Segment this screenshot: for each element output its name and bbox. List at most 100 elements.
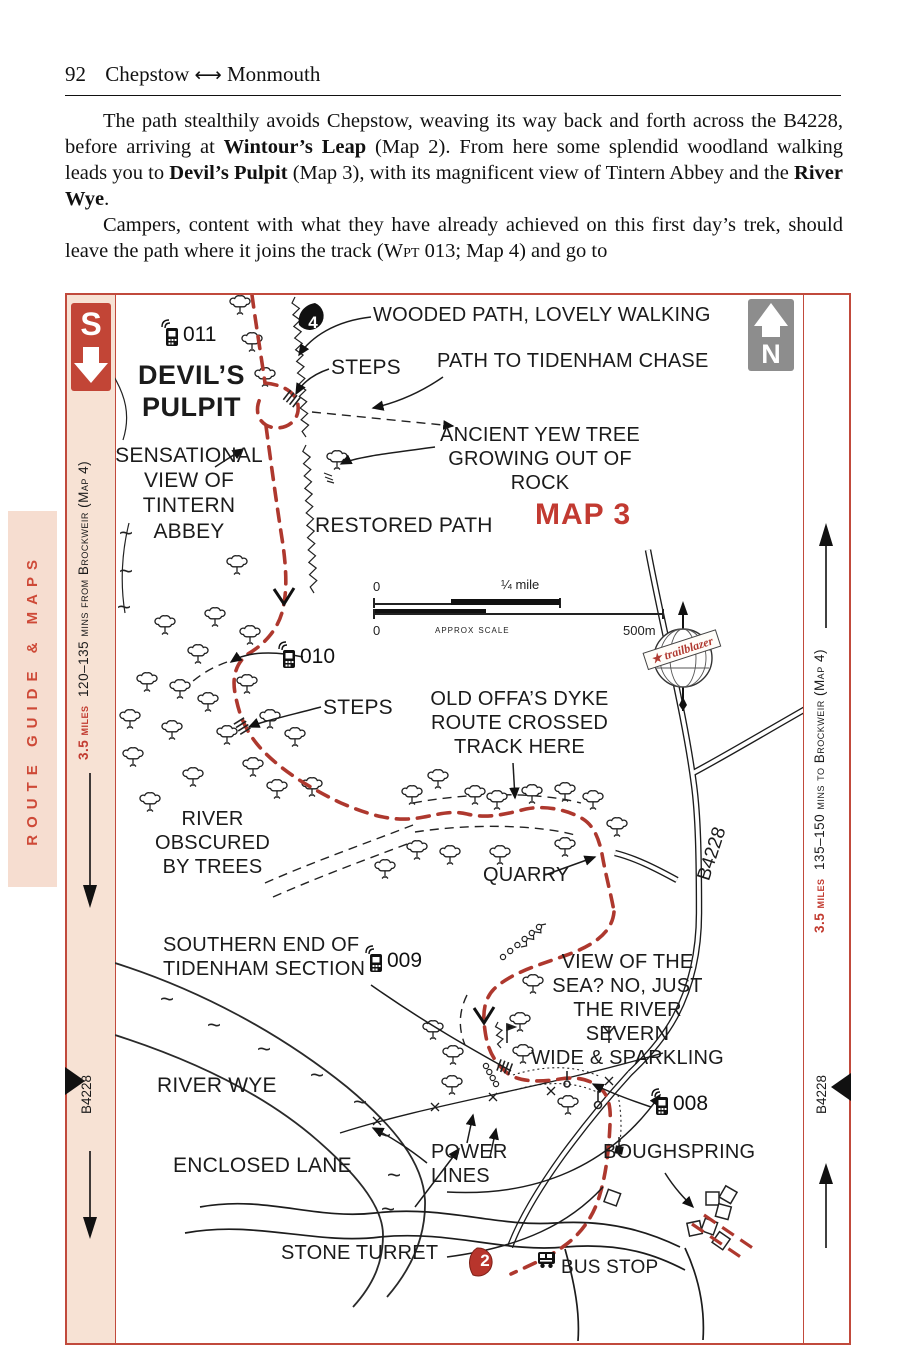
water-tilde: ~: [160, 986, 174, 1013]
page-header: 92 Chepstow ⟷ Monmouth: [65, 62, 841, 87]
tree-icon: [427, 769, 449, 790]
route-guide-tab-label: ROUTE GUIDE & MAPS: [24, 552, 41, 846]
gps-icon: [161, 319, 178, 346]
dyke-zigzag: [302, 444, 318, 594]
label-bus-stop: BUS STOP: [561, 1257, 659, 1278]
tree-icon: [439, 845, 461, 866]
tree-icon: [204, 607, 226, 628]
waypoint-009-number: 009: [387, 949, 423, 972]
tree-icon: [557, 1095, 579, 1116]
map-canvas-area: ~~~~~~~~~~~: [115, 295, 804, 1343]
label-view-of-sea: VIEW OF THE SEA? NO, JUST THE RIVER SEVE…: [531, 951, 724, 1069]
tree-icon: [442, 1045, 464, 1066]
label-quarry: QUARRY: [483, 864, 570, 886]
tree-icon: [136, 672, 158, 693]
label-stone-turret: STONE TURRET: [281, 1242, 439, 1264]
scale-bar: 0 ¼ mile 0 approx scale 500m: [373, 577, 673, 641]
margin-right-road-label: B4228: [814, 1075, 829, 1115]
waypoint-011: 011: [161, 319, 216, 347]
chain-dot: [535, 923, 543, 931]
label-restored-path: RESTORED PATH: [315, 514, 493, 537]
header-place-b: Monmouth: [227, 62, 321, 86]
page-number: 92: [65, 62, 86, 86]
tree-icon: [236, 674, 258, 695]
label-boughspring: BOUGHSPRING: [603, 1141, 756, 1163]
powerline-x: [372, 1116, 382, 1126]
tree-icon: [266, 779, 288, 800]
label-southern-end: SOUTHERN END OF TIDENHAM SECTION: [163, 934, 366, 980]
p1-text: The path stealthily avoids Chepstow, wea…: [65, 110, 843, 158]
powerline-x: [488, 1092, 498, 1102]
tree-icon: [554, 782, 576, 803]
house-icon: [718, 1184, 739, 1205]
compass-north-icon: N: [748, 299, 794, 371]
tree-icon: [606, 817, 628, 838]
water-tilde: ~: [117, 594, 131, 621]
label-river-obscured: RIVER OBSCURED BY TREES: [155, 808, 270, 878]
tree-icon: [374, 859, 396, 880]
header-rule: [65, 95, 841, 96]
tree-icon: [197, 692, 219, 713]
scale-zero-metric: 0: [373, 623, 381, 638]
stone-turret-icon: [614, 1137, 624, 1155]
p2-text: Campers, content with what they have alr…: [65, 214, 843, 262]
chain-dot: [486, 1068, 493, 1076]
tree-icon: [239, 625, 261, 646]
tree-icon: [119, 709, 141, 730]
gps-icon: [651, 1088, 668, 1115]
label-sensational-view: SENSATIONAL VIEW OF TINTERN ABBEY: [115, 444, 263, 543]
tree-icon: [122, 747, 144, 768]
trail-road-section: [691, 1213, 758, 1262]
p1-bold-wintours-leap: Wintour’s Leap: [223, 136, 367, 158]
water-tilde: ~: [119, 558, 133, 585]
chain-dot: [492, 1080, 500, 1088]
scale-quarter-mile: ¼ mile: [501, 577, 540, 592]
label-steps-top: STEPS: [331, 356, 401, 379]
margin-right-distance: 3.5 miles: [812, 878, 827, 933]
tree-icon: [406, 840, 428, 861]
label-wooded-path: WOODED PATH, LOVELY WALKING: [373, 304, 711, 326]
tree-icon: [509, 1012, 531, 1033]
gate-icons: [506, 1022, 616, 1110]
house-icon: [711, 1230, 732, 1251]
tree-icon: [169, 679, 191, 700]
leader-lines: [214, 316, 695, 1258]
tree-icon: [226, 555, 248, 576]
gps-icon: [365, 945, 382, 972]
tree-icon: [486, 790, 508, 811]
margin-right-time: 135–150 mins to Brockweir (Map 4): [812, 649, 827, 870]
margin-right-north-arrow: [819, 523, 833, 628]
water-tilde: ~: [119, 520, 133, 547]
margin-right-distance-time: 3.5 miles 135–150 mins to Brockweir (Map…: [812, 633, 827, 933]
trailblazer-logo: ★ trailblazer: [642, 601, 722, 711]
compass-south-letter: S: [80, 306, 101, 342]
map-drawing: ~~~~~~~~~~~: [115, 295, 803, 1342]
tree-icon: [554, 837, 576, 858]
chain-dot: [514, 941, 521, 949]
p1-text: (Map 2). From here some splendid woodlan…: [65, 136, 844, 184]
gps-icon: [278, 641, 295, 668]
compass-north-letter: N: [761, 339, 781, 369]
label-river-wye: RIVER WYE: [157, 1074, 277, 1097]
margin-left-south-arrow: [83, 773, 97, 908]
waypoint-009: 009: [365, 945, 422, 973]
waypoint-010: 010: [278, 641, 335, 669]
label-devils-pulpit: DEVIL’S PULPIT: [137, 360, 246, 423]
powerline-x: [430, 1102, 440, 1112]
map-margin-right: 3.5 miles 135–150 mins to Brockweir (Map…: [803, 295, 851, 1343]
map-title: MAP 3: [535, 498, 632, 531]
water-tilde: ~: [257, 1036, 271, 1063]
double-arrow-icon: ⟷: [194, 64, 222, 86]
cliff-line: [115, 377, 130, 614]
dyke-zigzag: [494, 1021, 505, 1049]
margin-left-distance-time: 3.5 miles 120–135 mins from Brockweir (M…: [76, 440, 91, 760]
margin-left-time: 120–135 mins from Brockweir (Map 4): [76, 460, 91, 697]
tree-icon: [464, 785, 486, 806]
trail-direction-chevrons: [272, 587, 496, 1026]
house-icon: [603, 1188, 622, 1207]
water-tilde: ~: [353, 1089, 367, 1116]
p1-text: .: [104, 188, 110, 210]
margin-right-road-arrow: [819, 1163, 833, 1248]
label-ancient-yew: ANCIENT YEW TREE GROWING OUT OF ROCK: [440, 424, 640, 494]
compass-south-icon: S: [71, 303, 111, 391]
